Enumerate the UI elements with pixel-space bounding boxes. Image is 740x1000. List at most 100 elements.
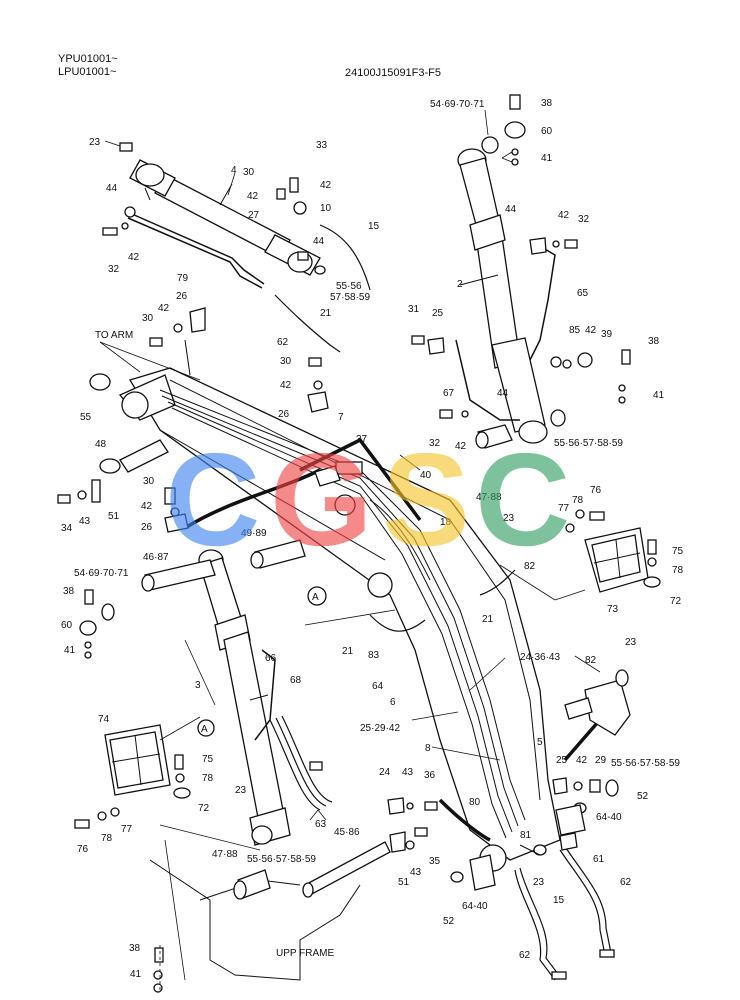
grease-23-right <box>615 669 629 687</box>
callout: 61 <box>593 854 605 865</box>
callout: 74 <box>98 714 110 725</box>
callout: 38 <box>63 586 75 597</box>
callout: 3 <box>195 680 201 691</box>
callout: 65 <box>577 288 589 299</box>
pipe-66 <box>254 649 276 741</box>
hose-83 <box>369 614 426 632</box>
callout: 82 <box>585 655 597 666</box>
callout: 42 <box>141 501 153 512</box>
callout: 77 <box>121 824 133 835</box>
callout: 52 <box>443 916 455 927</box>
washer-42-low <box>461 410 469 418</box>
hose-62-lower-a <box>559 849 606 956</box>
pipe-79 <box>127 217 263 289</box>
serial-number-1: YPU01001~ <box>58 53 118 65</box>
bolt-32-low <box>439 409 453 419</box>
callout: 41 <box>64 645 76 656</box>
nut-41-frame-b <box>153 983 163 993</box>
bolt-30-top <box>276 188 286 200</box>
bolt-35 <box>414 827 428 837</box>
pin-47-88-low-end <box>233 880 247 900</box>
callout: 57·58·59 <box>330 292 370 303</box>
pin-49-89-end <box>250 551 264 569</box>
callout: 36 <box>424 770 436 781</box>
ref-a-upper-label: A <box>312 592 319 603</box>
callout: 21 <box>320 308 332 319</box>
hose-15-lower-b <box>519 867 562 979</box>
hose-63-c <box>281 715 333 803</box>
callout: 23 <box>89 137 101 148</box>
callout: 79 <box>177 273 189 284</box>
callout: 55·56·57·58·59 <box>247 854 316 865</box>
washer-42-b <box>562 359 572 369</box>
washer-54 <box>481 136 499 154</box>
callout: 39 <box>601 329 613 340</box>
pipe-79-b <box>131 213 265 285</box>
washer-78-left <box>175 773 185 783</box>
callout: 43 <box>402 767 414 778</box>
callout: 4 <box>231 165 237 176</box>
bolt-29 <box>589 779 601 793</box>
hose-18 <box>299 437 422 522</box>
washer-42 <box>121 222 129 230</box>
ring-60-top <box>504 121 526 139</box>
callout: 85 <box>569 325 581 336</box>
washer-54-low <box>101 603 115 621</box>
pin-21-upper <box>297 251 309 261</box>
callout: 5 <box>537 737 543 748</box>
pin-47-88-end <box>475 431 489 449</box>
callout: 66 <box>265 653 277 664</box>
callout: 51 <box>108 511 120 522</box>
callout: 72 <box>670 596 682 607</box>
nut-41-low-a <box>84 641 92 649</box>
nut-41-b <box>511 158 519 166</box>
nut-41-a <box>511 148 519 156</box>
ring-55 <box>314 265 326 275</box>
bolt-38-mid <box>621 349 631 365</box>
callout: 78 <box>101 833 113 844</box>
nut-41-low-b <box>84 651 92 659</box>
washer-78-right <box>647 557 657 567</box>
callout: 60 <box>61 620 73 631</box>
callout: 30 <box>142 313 154 324</box>
washer-77-right <box>565 523 575 533</box>
callout-labels: 23 4 33 30 42 44 42 10 27 44 32 42 79 55… <box>61 98 684 980</box>
boom-cylinder-lower <box>198 549 291 846</box>
callout: 31 <box>408 304 420 315</box>
callout: 15 <box>368 221 380 232</box>
bushing-64-40-right <box>555 804 586 836</box>
bolt-31 <box>411 335 425 345</box>
callout: 49·89 <box>241 528 267 539</box>
washer-52-low <box>450 871 464 883</box>
bolt-76-left <box>74 819 90 829</box>
bolt-75-right <box>647 539 657 555</box>
washer-43-mid <box>406 802 414 810</box>
callout: 46·87 <box>143 552 169 563</box>
callout: 42 <box>576 755 588 766</box>
callout: 42 <box>558 210 570 221</box>
callout: 30 <box>243 167 255 178</box>
bolt-38-low <box>84 589 94 605</box>
callout: 48 <box>95 439 107 450</box>
callout: 34 <box>61 523 73 534</box>
callout: 42 <box>158 303 170 314</box>
callout: 25·29·42 <box>360 723 400 734</box>
washer-78-left-b <box>97 811 107 821</box>
callout: 81 <box>520 830 532 841</box>
washer-77-left <box>110 807 120 817</box>
callout: 55·56·57·58·59 <box>554 438 623 449</box>
pipe-65 <box>529 244 556 361</box>
callout: 44 <box>313 236 325 247</box>
callout: 10 <box>320 203 332 214</box>
washer <box>124 206 136 218</box>
fitting-62-b <box>599 949 615 958</box>
bracket-51 <box>389 831 406 853</box>
fitting-63 <box>309 761 323 771</box>
ref-a-circle-lower <box>197 719 215 737</box>
callout: 68 <box>290 675 302 686</box>
boom-cylinder-upper <box>129 159 321 276</box>
bolt-33 <box>289 177 299 193</box>
pin-82 <box>564 697 593 720</box>
callout: 21 <box>482 614 494 625</box>
